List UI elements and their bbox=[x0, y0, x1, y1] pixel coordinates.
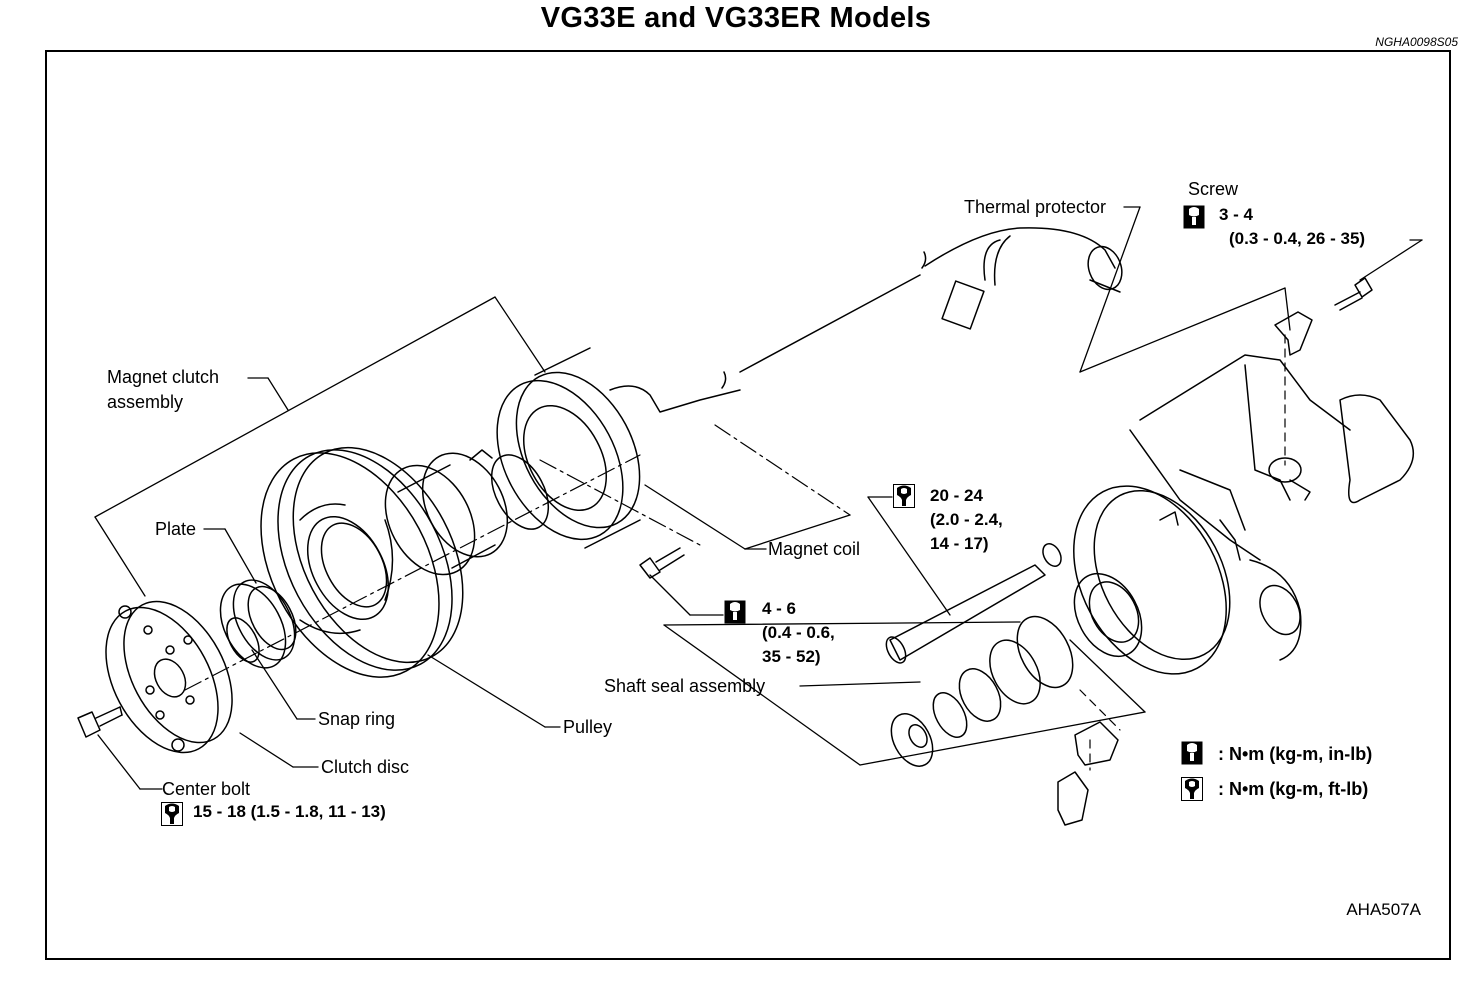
screw-torque-value: 3 - 4 bbox=[1219, 205, 1254, 224]
coil-bolt-torque-conversion-2: 35 - 52) bbox=[762, 647, 821, 666]
diagram-title: VG33E and VG33ER Models bbox=[540, 2, 932, 34]
torque-wrench-filled-icon bbox=[724, 600, 746, 624]
shaft-seal-parts bbox=[885, 543, 1119, 826]
label-magnet-coil: Magnet coil bbox=[768, 539, 861, 559]
label-thermal-protector: Thermal protector bbox=[964, 197, 1107, 217]
figure-frame: AHA507A bbox=[45, 50, 1451, 960]
shaft-bolt-torque-conversion-1: (2.0 - 2.4, bbox=[930, 510, 1003, 529]
coil-bolt-torque-value: 4 - 6 bbox=[762, 599, 797, 618]
shaft-axis bbox=[184, 424, 851, 691]
legend-row-in-lb: : N•m (kg-m, in-lb) bbox=[1218, 744, 1373, 764]
document-reference: NGHA0098S05 bbox=[1375, 35, 1458, 49]
bearing-hub-part bbox=[384, 452, 509, 576]
torque-wrench-filled-icon bbox=[1181, 741, 1203, 765]
label-magnet-clutch-assembly: Magnet clutch assembly bbox=[107, 366, 219, 413]
coil-bolt-part bbox=[639, 547, 685, 579]
label-center-bolt: Center bolt bbox=[162, 779, 251, 799]
center-bolt-part bbox=[77, 706, 123, 738]
figure-id: AHA507A bbox=[1346, 900, 1421, 919]
leader-lines bbox=[94, 206, 1423, 790]
label-screw: Screw bbox=[1188, 179, 1239, 199]
snap-ring-part bbox=[226, 617, 260, 663]
screw-torque-conversion: (0.3 - 0.4, 26 - 35) bbox=[1229, 229, 1366, 248]
torque-wrench-outline-icon bbox=[1181, 777, 1203, 801]
label-pulley: Pulley bbox=[563, 717, 613, 737]
legend-row-ft-lb: : N•m (kg-m, ft-lb) bbox=[1218, 779, 1369, 799]
coil-bolt-torque-spec: 4 - 6 (0.4 - 0.6, 35 - 52) bbox=[762, 597, 835, 669]
label-plate: Plate bbox=[155, 519, 197, 539]
shaft-bolt-torque-spec: 20 - 24 (2.0 - 2.4, 14 - 17) bbox=[930, 484, 1003, 556]
clutch-disc-part bbox=[105, 600, 233, 754]
screw-torque-spec: 3 - 4 (0.3 - 0.4, 26 - 35) bbox=[1219, 203, 1365, 251]
label-magnet-clutch-line2: assembly bbox=[107, 392, 184, 412]
torque-wrench-outline-icon bbox=[893, 484, 915, 508]
label-magnet-clutch-line1: Magnet clutch bbox=[107, 367, 220, 387]
thermal-protector-part bbox=[739, 227, 1123, 373]
shaft-bolt-torque-value: 20 - 24 bbox=[930, 486, 983, 505]
center-bolt-torque-spec: 15 - 18 (1.5 - 1.8, 11 - 13) bbox=[193, 802, 386, 821]
coil-snap-ring-part bbox=[469, 449, 550, 530]
label-shaft-seal-assembly: Shaft seal assembly bbox=[604, 676, 766, 696]
label-clutch-disc: Clutch disc bbox=[321, 757, 410, 777]
pulley-part bbox=[260, 446, 464, 678]
plate-part bbox=[219, 579, 297, 669]
torque-wrench-filled-icon bbox=[1183, 205, 1205, 229]
shaft-bolt-torque-conversion-2: 14 - 17) bbox=[930, 534, 989, 553]
coil-bolt-torque-conversion-1: (0.4 - 0.6, bbox=[762, 623, 835, 642]
dashed-assembly-lines bbox=[1079, 334, 1286, 771]
magnet-coil-part bbox=[496, 347, 741, 549]
torque-wrench-outline-icon bbox=[161, 802, 183, 826]
screw-part bbox=[1274, 277, 1373, 356]
compressor-body-part bbox=[1073, 354, 1415, 675]
label-snap-ring: Snap ring bbox=[318, 709, 396, 729]
